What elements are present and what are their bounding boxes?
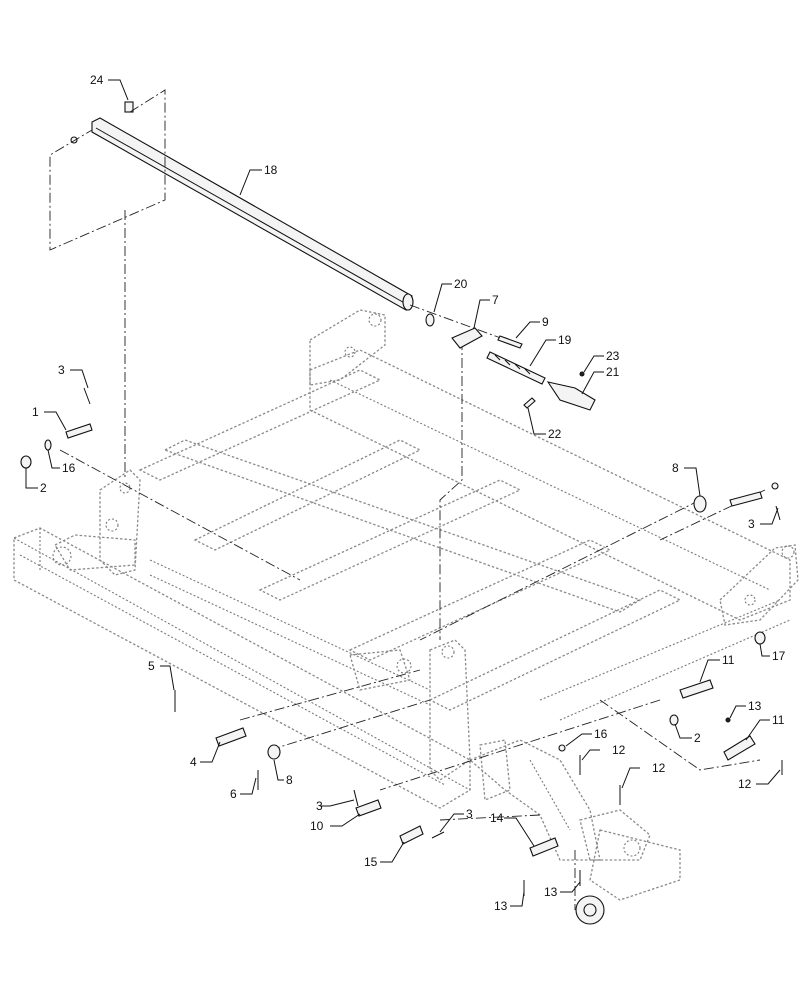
hardware — [20, 313, 783, 896]
callout-13-lower-right: 13 — [544, 885, 558, 899]
callout-3-right: 3 — [748, 517, 755, 531]
part-8-washer-b — [267, 744, 281, 760]
part-24-cap — [124, 101, 134, 113]
right-end-bracket — [719, 544, 799, 626]
center-pivot-bracket — [349, 639, 511, 801]
part-19-rod — [486, 351, 546, 385]
callout-4: 4 — [190, 755, 197, 769]
callout-8-lower: 8 — [286, 773, 293, 787]
part-16-washer-b — [558, 744, 566, 752]
callout-20: 20 — [454, 277, 468, 291]
callout-14: 14 — [490, 811, 504, 825]
part-2-ring-b — [669, 714, 679, 726]
callout-24: 24 — [90, 73, 104, 87]
part-3-cotter — [83, 387, 91, 405]
callout-2-left: 2 — [40, 481, 47, 495]
callout-17: 17 — [772, 649, 786, 663]
part-3-cotter-c — [431, 831, 445, 839]
callout-7: 7 — [492, 293, 499, 307]
part-1-pin — [65, 423, 93, 439]
callout-15: 15 — [364, 855, 378, 869]
rear-top-bracket — [309, 309, 386, 386]
callout-3-lower: 3 — [316, 799, 323, 813]
part-9-pin — [497, 335, 523, 349]
part-8-washer — [693, 495, 707, 513]
callout-22: 22 — [548, 427, 562, 441]
callout-2-right: 2 — [694, 731, 701, 745]
hitch-clevis — [575, 809, 651, 925]
left-upright-bracket — [52, 469, 141, 576]
main-frame — [13, 349, 791, 901]
callout-16-lower: 16 — [594, 727, 608, 741]
callout-3-center: 3 — [466, 807, 473, 821]
part-15-pin — [399, 825, 424, 845]
callout-6: 6 — [230, 787, 237, 801]
part-14-pin — [529, 837, 559, 857]
callout-16-left: 16 — [62, 461, 76, 475]
callout-13-right: 13 — [748, 699, 762, 713]
callout-9: 9 — [542, 315, 549, 329]
callout-11-lower: 11 — [772, 713, 785, 727]
callout-23: 23 — [606, 349, 620, 363]
callout-8-right: 8 — [672, 461, 679, 475]
part-21-handle — [546, 381, 596, 411]
callout-3-upper-left: 3 — [58, 363, 65, 377]
part-13-bolt — [725, 717, 731, 723]
part-7-cap — [451, 327, 483, 349]
part-10-pin — [355, 799, 382, 817]
part-4-pin — [215, 727, 247, 747]
callout-18: 18 — [264, 163, 278, 177]
part-3-cotter-d — [775, 505, 781, 521]
part-11-pin-b — [723, 735, 756, 761]
part-2-ring — [20, 455, 32, 469]
part-17-bushing — [754, 631, 766, 645]
callout-19: 19 — [558, 333, 572, 347]
callout-12-middle: 12 — [652, 761, 666, 775]
callout-12-upper: 12 — [612, 743, 626, 757]
part-18-tube — [70, 101, 414, 311]
part-16-washer — [44, 439, 52, 451]
callout-10: 10 — [310, 819, 324, 833]
part-23-nut — [579, 371, 585, 377]
callout-1: 1 — [32, 405, 39, 419]
callout-5: 5 — [148, 659, 155, 673]
assembly-lines — [49, 89, 766, 910]
callout-12-right: 12 — [738, 777, 752, 791]
part-3-cotter-b — [353, 789, 359, 807]
callouts: 24 18 20 7 9 19 23 21 22 3 1 16 2 8 3 17… — [32, 73, 786, 913]
callout-13-lower-left: 13 — [494, 899, 508, 913]
callout-21: 21 — [606, 365, 620, 379]
leader-lines — [25, 79, 781, 907]
part-22-bolt — [523, 397, 536, 409]
callout-11-upper: 11 — [722, 653, 735, 667]
part-20-washer — [425, 313, 435, 327]
part-11-pin — [679, 679, 714, 699]
